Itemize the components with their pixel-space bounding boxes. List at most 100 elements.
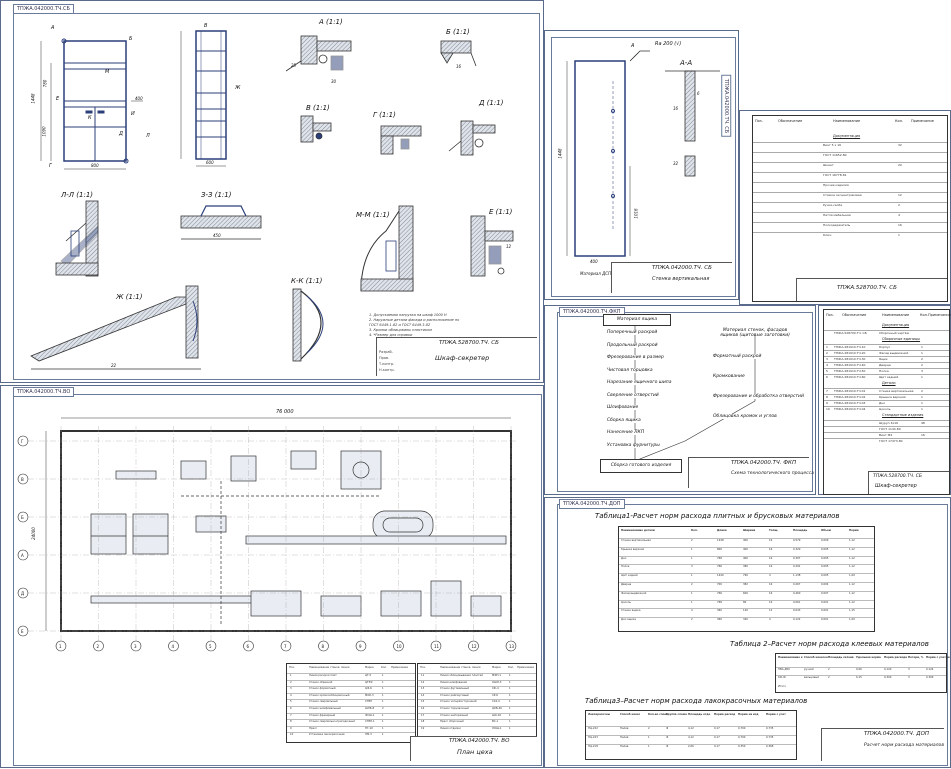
table-row bbox=[619, 546, 874, 548]
table-cell: 12 bbox=[421, 680, 425, 684]
table-cell: 768 bbox=[717, 556, 722, 560]
title-block-code: ТПЖА.042000.ТЧ. ВО bbox=[449, 738, 510, 744]
table-cell: 0,700 bbox=[738, 736, 746, 739]
axis-label-col: 8 bbox=[321, 643, 325, 649]
title-block-name: Шкаф-секретер bbox=[435, 354, 490, 362]
flow-step-right: Облицовка кромок и углов bbox=[713, 414, 777, 419]
table-cell: ЦТЗФ bbox=[365, 680, 373, 684]
spec-cell: ГОСТ 16778-81 bbox=[823, 173, 847, 177]
stamp-cell: Т.контр. bbox=[379, 362, 395, 366]
spec-row bbox=[824, 388, 949, 389]
axis-label-row: Б bbox=[21, 514, 24, 520]
view-label-e: Е bbox=[56, 96, 60, 102]
title-block-name: Стенка вертикальная bbox=[652, 276, 710, 282]
cabinet-side-view bbox=[180, 30, 227, 167]
panel-title-block: ТПЖА.042000.ТЧ. СБ Стенка вертикальная bbox=[611, 262, 732, 293]
dim-width: 800 bbox=[91, 163, 99, 168]
table-cell: 600 bbox=[743, 591, 748, 595]
table-row bbox=[619, 555, 874, 557]
table-cell: 16 bbox=[769, 556, 773, 560]
table-cell: 1 bbox=[691, 591, 693, 595]
table-cell: 4 bbox=[769, 618, 771, 622]
table-col-header: Норма с учет bbox=[766, 713, 786, 716]
axis-label-col: 2 bbox=[96, 643, 100, 649]
spec-cell: Щит задний bbox=[879, 375, 899, 379]
table-cell: 1 bbox=[382, 713, 384, 717]
spec-cell: 4 bbox=[826, 363, 828, 367]
table-col-header: Площадь bbox=[793, 529, 808, 532]
flow-step-left: Нанесение ЛКП bbox=[607, 430, 645, 435]
table-cell: 0,320 bbox=[793, 547, 801, 551]
section-title-m-m: М-М (1:1) bbox=[356, 211, 390, 219]
table-cell: 340 bbox=[743, 618, 748, 622]
sheet-spec-page2: Поз. Обозначение Наименование Кол. Приме… bbox=[739, 110, 951, 305]
table-cell: 5 bbox=[290, 700, 292, 704]
spec-cell: Дно bbox=[879, 401, 886, 405]
spec-table: Поз. Обозначение Наименование Кол. Приме… bbox=[823, 309, 951, 495]
spec-cell: Шуруп 4x16 bbox=[879, 421, 899, 425]
sheet-frame bbox=[557, 504, 948, 766]
table-col-header: Способ нанесен bbox=[804, 656, 828, 659]
plant-overall-dim: 76 000 bbox=[276, 409, 294, 415]
table-cell: 0,001 bbox=[821, 618, 829, 622]
table-cell: 0,350 bbox=[738, 745, 746, 748]
axis-label-col: 13 bbox=[509, 643, 515, 649]
spec1-title-block: ТПЖА.528700.ТЧ. СБ bbox=[796, 278, 947, 301]
table-cell: 400 bbox=[743, 539, 748, 542]
table-cell: 1 bbox=[382, 726, 384, 730]
table-cell: 0,005 bbox=[821, 574, 829, 578]
table-col-header: Площадь склеив bbox=[828, 656, 854, 659]
spec-cell: 1 bbox=[826, 345, 828, 349]
table-cell: Станок фуговальный bbox=[440, 687, 470, 691]
table-cell: 1 bbox=[382, 720, 384, 724]
table-cell: ЛОЩ-1 bbox=[492, 726, 502, 730]
table-cell: 1 bbox=[382, 733, 384, 737]
table1-title: Таблица1-Расчет норм расхода плитных и б… bbox=[595, 512, 840, 520]
flow-step-left: Поперечный раскрой bbox=[607, 330, 658, 335]
axis-label-col: 7 bbox=[284, 643, 287, 649]
table-cell: 0,368 bbox=[766, 745, 774, 748]
sheet-frame bbox=[551, 37, 736, 297]
table-cell: 80 bbox=[743, 600, 747, 604]
view-label-zh: Ж bbox=[235, 85, 241, 91]
table-row bbox=[619, 617, 874, 619]
table-col-header: Лакокрасочны bbox=[588, 713, 611, 716]
spec-cell: Сборочный чертёж bbox=[879, 331, 910, 335]
spec-col-header: Наименование bbox=[833, 119, 861, 123]
table-cell: 18 bbox=[421, 720, 425, 724]
table-row bbox=[619, 573, 874, 575]
spec-cell: 1 bbox=[921, 401, 923, 405]
table-cell: 3 bbox=[290, 687, 292, 691]
table-cell: вальцовый bbox=[804, 676, 819, 679]
flow-step-right: Фрезерование и обработка отверстий bbox=[713, 394, 804, 399]
title-block-code: ТПЖА.042000.ТЧ. ФКП bbox=[731, 460, 797, 466]
spec-cell: ТПЖА.528700.ТЧ. СБ bbox=[834, 331, 867, 335]
table-cell: 1440 bbox=[717, 574, 724, 578]
table-cell: 0,043 bbox=[793, 609, 801, 613]
tables-title-block: ТПЖА.042000.ТЧ. ДОП Расчет норм расхода … bbox=[821, 728, 944, 761]
table-cell: Установка лакокрасочная bbox=[309, 733, 345, 737]
spec-cell: 1 bbox=[921, 345, 923, 349]
table-cell: 1,09 bbox=[849, 618, 855, 622]
spec-cell: ТПЖА.281910.ТЧ.40 bbox=[834, 363, 866, 367]
spec-col-header: Поз. bbox=[420, 666, 426, 669]
table-cell: 2 bbox=[290, 680, 292, 684]
table-cell: 360 bbox=[717, 609, 722, 613]
table-row bbox=[619, 590, 874, 592]
spec-col-header: Обозначение bbox=[778, 119, 803, 123]
table-cell: 0,005 bbox=[821, 565, 829, 569]
plant-spec-right: Поз. Наименование станка, линии Марка Ко… bbox=[417, 663, 537, 743]
table-cell: Станок фрезерный bbox=[309, 713, 336, 717]
table-row bbox=[418, 706, 536, 707]
table-cell: Станок шлифовальный bbox=[309, 707, 341, 710]
table-cell: 0,005 bbox=[821, 547, 829, 551]
table-cell: 1,15 bbox=[849, 609, 855, 613]
table-total-label: Итого bbox=[778, 685, 786, 688]
section-z-z bbox=[180, 205, 262, 240]
table-cell: 9 bbox=[290, 726, 292, 730]
table-cell: 1 bbox=[382, 687, 384, 691]
plant-side-dim: 24000 bbox=[30, 527, 36, 540]
flow-start-right: Материал стенок, фасадов ящиков (щитовые… bbox=[720, 328, 790, 338]
axis-label-row: В bbox=[21, 476, 24, 482]
spec-cell: Ручка-скоба bbox=[823, 203, 843, 207]
